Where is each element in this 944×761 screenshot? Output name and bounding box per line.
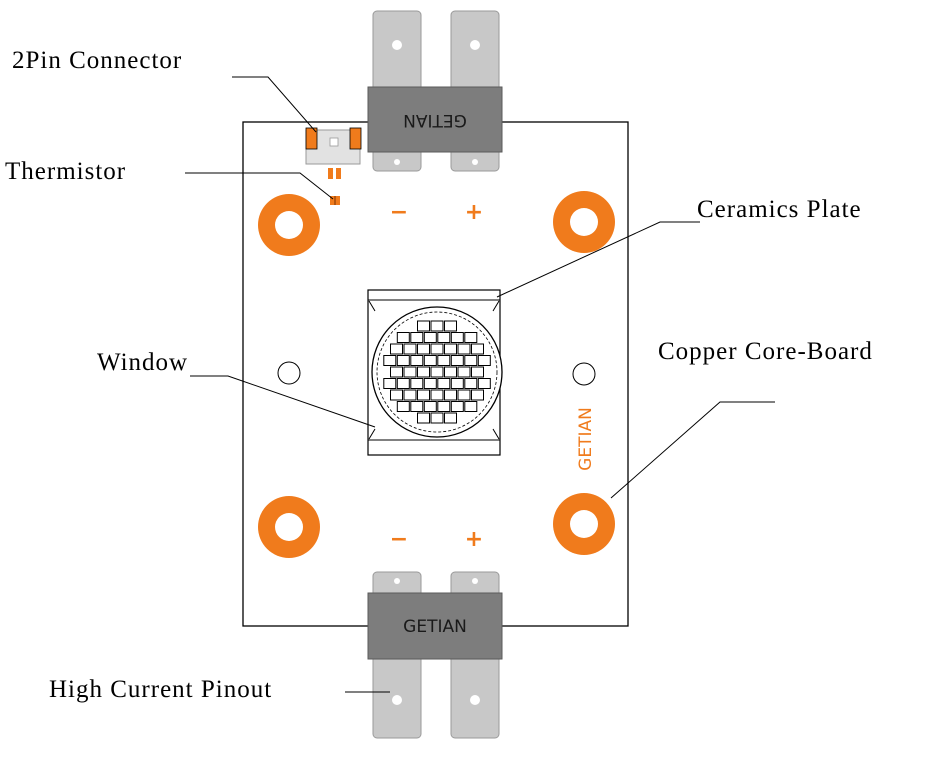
led-die — [471, 389, 484, 401]
led-die — [410, 355, 424, 366]
led-die — [450, 378, 464, 389]
top-terminal-housing: GETIAN — [367, 86, 503, 153]
led-die — [396, 332, 410, 343]
bottom-terminal-hole-left — [392, 695, 402, 705]
leader-thermistor — [185, 172, 334, 200]
thermistor — [328, 168, 341, 205]
label-copper-core-board: Copper Core-Board — [658, 338, 873, 365]
led-die — [444, 366, 457, 378]
led-die — [430, 389, 444, 401]
led-die — [423, 378, 437, 389]
bottom-terminal-rivet-left — [394, 578, 400, 584]
led-die — [457, 389, 471, 401]
led-die — [444, 343, 457, 355]
led-die — [396, 378, 410, 389]
mounting-ring-top-right — [553, 191, 615, 253]
locating-hole-left — [277, 361, 301, 385]
polarity-top-negative: − — [390, 200, 408, 225]
led-die — [450, 401, 464, 412]
connector-pad-left — [305, 127, 318, 150]
label-2pin-connector: 2Pin Connector — [12, 47, 182, 74]
bottom-terminal-housing: GETIAN — [367, 592, 503, 660]
led-die — [390, 366, 403, 378]
label-high-current-pinout: High Current Pinout — [49, 676, 272, 703]
led-die — [417, 389, 430, 401]
led-die — [423, 332, 437, 343]
led-die — [390, 343, 403, 355]
bottom-terminal-rivet-right — [472, 578, 478, 584]
led-die — [417, 366, 430, 378]
led-die-array — [383, 320, 491, 424]
polarity-bottom-positive: + — [465, 527, 483, 552]
led-die — [417, 343, 430, 355]
label-window: Window — [97, 349, 188, 376]
led-die — [464, 401, 478, 412]
label-thermistor: Thermistor — [5, 158, 126, 185]
polarity-top-positive: + — [465, 200, 483, 225]
mounting-holes — [258, 191, 615, 558]
leader-window — [190, 375, 376, 428]
led-die — [444, 412, 457, 424]
led-die — [396, 401, 410, 412]
led-die — [471, 343, 484, 355]
top-terminal-hole-left — [392, 40, 402, 50]
label-ceramics-plate: Ceramics Plate — [697, 196, 862, 223]
bottom-terminal-brand: GETIAN — [403, 617, 467, 637]
led-die — [471, 366, 484, 378]
led-die — [430, 343, 444, 355]
led-die — [437, 401, 451, 412]
led-die — [464, 378, 478, 389]
polarity-bottom-negative: − — [390, 527, 408, 552]
mounting-ring-bottom-right — [553, 493, 615, 555]
led-die — [403, 343, 417, 355]
leader-copper-core-board — [610, 401, 775, 499]
led-die — [396, 355, 410, 366]
led-die — [430, 412, 444, 424]
led-die — [457, 366, 471, 378]
leader-pin-connector — [232, 76, 317, 133]
locating-hole-right — [572, 362, 596, 386]
top-terminal-brand: GETIAN — [403, 110, 467, 130]
led-die — [430, 320, 444, 332]
led-die — [390, 389, 403, 401]
led-die — [410, 378, 424, 389]
led-die — [403, 389, 417, 401]
top-terminal-hole-right — [470, 40, 480, 50]
led-die — [417, 320, 430, 332]
led-die — [410, 332, 424, 343]
led-die — [450, 355, 464, 366]
bottom-terminal-hole-right — [470, 695, 480, 705]
led-die — [437, 378, 451, 389]
led-die — [410, 401, 424, 412]
led-die — [477, 355, 491, 366]
top-terminal-rivet-right — [472, 159, 478, 165]
led-die — [423, 355, 437, 366]
mounting-ring-top-left — [258, 194, 320, 256]
leader-ceramics-plate — [496, 221, 700, 298]
led-die — [383, 378, 397, 389]
led-die — [457, 343, 471, 355]
two-pin-connector — [305, 127, 362, 165]
led-die — [403, 366, 417, 378]
top-terminal-rivet-left — [394, 159, 400, 165]
window — [371, 306, 503, 438]
mounting-ring-bottom-left — [258, 496, 320, 558]
led-die — [430, 366, 444, 378]
led-die — [417, 412, 430, 424]
led-die — [444, 320, 457, 332]
led-die — [437, 355, 451, 366]
board-brand-vertical: GETIAN — [576, 407, 596, 471]
led-die — [383, 355, 397, 366]
connector-pad-right — [349, 127, 362, 150]
led-die — [464, 332, 478, 343]
led-die — [477, 378, 491, 389]
led-die — [423, 401, 437, 412]
leader-lines — [185, 76, 775, 693]
led-die — [450, 332, 464, 343]
led-die — [444, 389, 457, 401]
led-die — [464, 355, 478, 366]
led-die — [437, 332, 451, 343]
